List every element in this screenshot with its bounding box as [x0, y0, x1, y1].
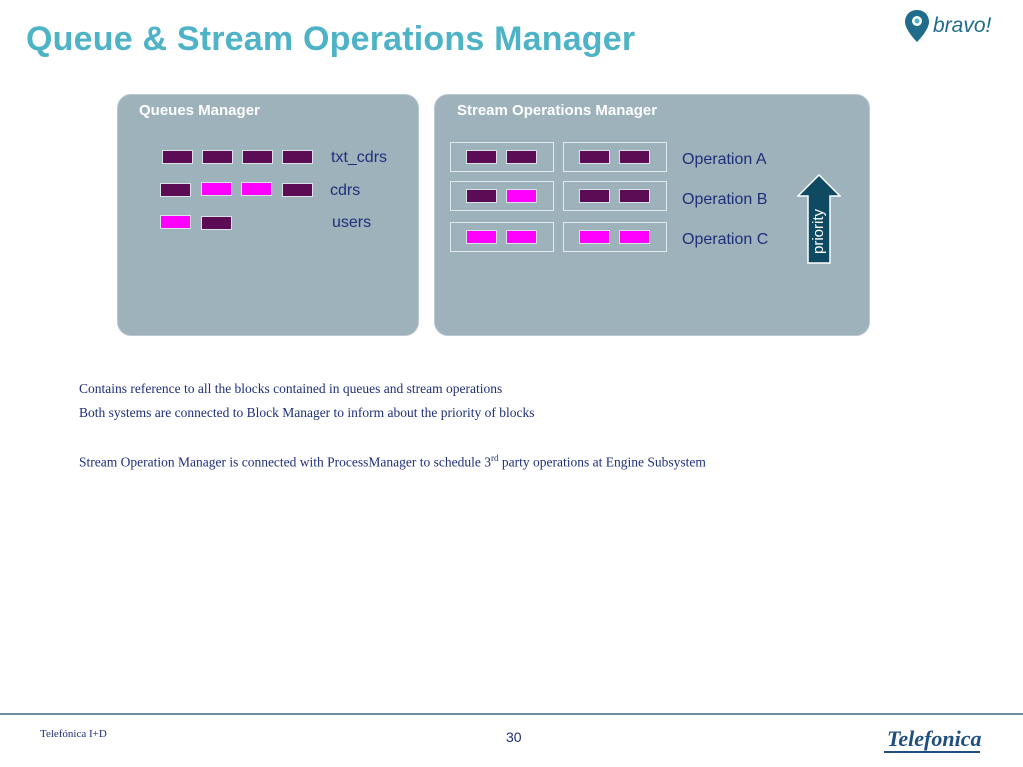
operation-block — [506, 230, 537, 244]
priority-label: priority — [810, 208, 827, 254]
queue-block — [201, 216, 232, 230]
bravo-logo-text: bravo! — [933, 14, 992, 37]
stream-operations-panel: Stream Operations Manager — [434, 94, 870, 336]
queue-block — [160, 215, 191, 229]
operation-label: Operation C — [682, 231, 769, 248]
bravo-pin-icon — [905, 10, 929, 42]
note-superscript: rd — [491, 453, 499, 463]
bravo-logo: bravo! — [903, 8, 1003, 44]
priority-arrow: priority — [796, 173, 842, 264]
queue-block — [160, 183, 191, 197]
queue-block — [241, 182, 272, 196]
queue-block — [162, 150, 193, 164]
queue-label: users — [332, 214, 372, 231]
operation-block — [619, 230, 650, 244]
queue-block — [201, 182, 232, 196]
queue-block — [282, 150, 313, 164]
queue-label: txt_cdrs — [331, 149, 388, 166]
operation-block — [506, 189, 537, 203]
operation-block — [466, 150, 497, 164]
footer-divider — [0, 713, 1023, 715]
operation-block — [579, 150, 610, 164]
page-number: 30 — [506, 729, 522, 745]
operation-label: Operation A — [682, 151, 767, 168]
operation-block — [579, 230, 610, 244]
operation-block — [466, 230, 497, 244]
note-line: Stream Operation Manager is connected wi… — [79, 453, 706, 471]
queue-block — [282, 183, 313, 197]
queue-block — [202, 150, 233, 164]
note-text: Stream Operation Manager is connected wi… — [79, 454, 491, 470]
note-line: Contains reference to all the blocks con… — [79, 381, 503, 396]
operation-slot — [563, 181, 667, 211]
note-line: Both systems are connected to Block Mana… — [79, 405, 535, 420]
operation-block — [466, 189, 497, 203]
page-title: Queue & Stream Operations Manager — [26, 20, 636, 58]
operation-block — [579, 189, 610, 203]
telefonica-logo-underline — [884, 751, 980, 753]
operation-slot — [450, 181, 554, 211]
operation-block — [506, 150, 537, 164]
stream-operations-title: Stream Operations Manager — [457, 102, 658, 119]
operation-block — [619, 189, 650, 203]
footer-company: Telefónica I+D — [40, 728, 107, 740]
operation-slot — [563, 142, 667, 172]
operation-slot — [450, 222, 554, 252]
queues-manager-title: Queues Manager — [139, 102, 260, 119]
telefonica-logo: Telefonica — [887, 726, 982, 751]
queue-block — [242, 150, 273, 164]
up-arrow-icon — [796, 173, 842, 264]
queue-label: cdrs — [330, 182, 361, 199]
operation-block — [619, 150, 650, 164]
operation-label: Operation B — [682, 191, 768, 208]
operation-slot — [563, 222, 667, 252]
operation-slot — [450, 142, 554, 172]
note-text: party operations at Engine Subsystem — [498, 454, 706, 470]
